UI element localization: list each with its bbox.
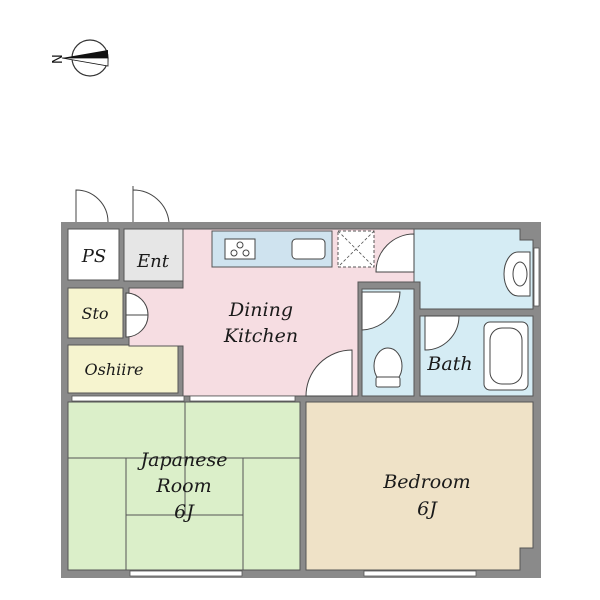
entrance-door-swing — [132, 189, 170, 223]
washbasin-icon — [503, 251, 531, 297]
tatami-lines — [68, 402, 300, 570]
toilet-door-swing — [361, 291, 401, 331]
sink-icon — [291, 238, 326, 260]
japanese-room-label-line1: Japanese — [137, 449, 228, 471]
storage-label: Sto — [81, 304, 108, 323]
bath-door-swing — [424, 315, 460, 351]
storage-door-swing-bottom — [125, 314, 149, 338]
entry-doors — [75, 186, 170, 223]
ps-door-swing — [75, 189, 109, 223]
dining-kitchen-label-line2: Kitchen — [223, 325, 298, 347]
fridge-space-icon — [337, 230, 375, 268]
japanese-room-label-line3: 6J — [174, 501, 195, 523]
toilet-icon — [373, 347, 403, 388]
room-entrance — [123, 228, 184, 282]
compass-arrow-half — [61, 57, 109, 67]
oshiire-label: Oshiire — [85, 360, 144, 379]
bedroom-door-swing — [305, 349, 353, 397]
room-ps — [67, 228, 120, 281]
dining-kitchen-label-line1: Dining — [228, 299, 293, 321]
room-oshiire — [67, 344, 179, 394]
compass-north-label: N — [51, 54, 66, 64]
bedroom-label-line2: 6J — [417, 498, 438, 520]
ps-label: PS — [81, 246, 106, 267]
entrance-label: Ent — [136, 251, 170, 272]
room-storage — [67, 287, 124, 339]
washroom-door-swing — [375, 233, 415, 273]
interior-doors — [125, 233, 460, 397]
room-japanese — [67, 401, 301, 571]
bedroom-label-line1: Bedroom — [382, 471, 470, 493]
stove-icon — [224, 238, 256, 260]
room-bedroom — [305, 401, 534, 571]
compass: N — [51, 39, 109, 77]
room-washroom — [413, 228, 534, 310]
windows — [71, 247, 540, 577]
bathtub-icon — [483, 321, 529, 391]
bath-label: Bath — [426, 353, 472, 375]
japanese-room-label-line2: Room — [155, 475, 211, 497]
